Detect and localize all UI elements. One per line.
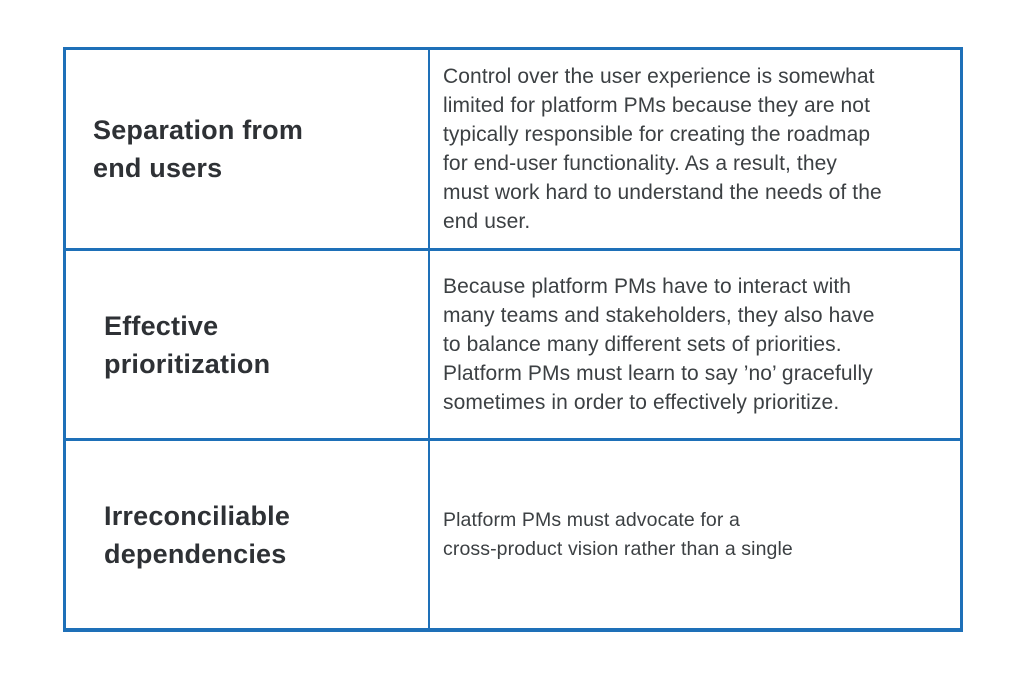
row-description: Because platform PMs have to interact wi… xyxy=(443,275,875,414)
row-heading: Separation from end users xyxy=(66,50,430,248)
table-row-effective-prioritization: Effective prioritization Because platfor… xyxy=(66,251,960,441)
table-row-irreconciliable-dependencies: Irreconciliable dependencies Platform PM… xyxy=(66,441,960,628)
row-description: Platform PMs must advocate for a cross-p… xyxy=(443,508,793,560)
row-heading: Effective prioritization xyxy=(66,251,430,438)
row-heading: Irreconciliable dependencies xyxy=(66,441,430,628)
row-description: Control over the user experience is some… xyxy=(443,65,882,233)
table-row-separation-from-end-users: Separation from end users Control over t… xyxy=(66,50,960,251)
platform-pm-challenges-table: Separation from end users Control over t… xyxy=(63,47,963,632)
